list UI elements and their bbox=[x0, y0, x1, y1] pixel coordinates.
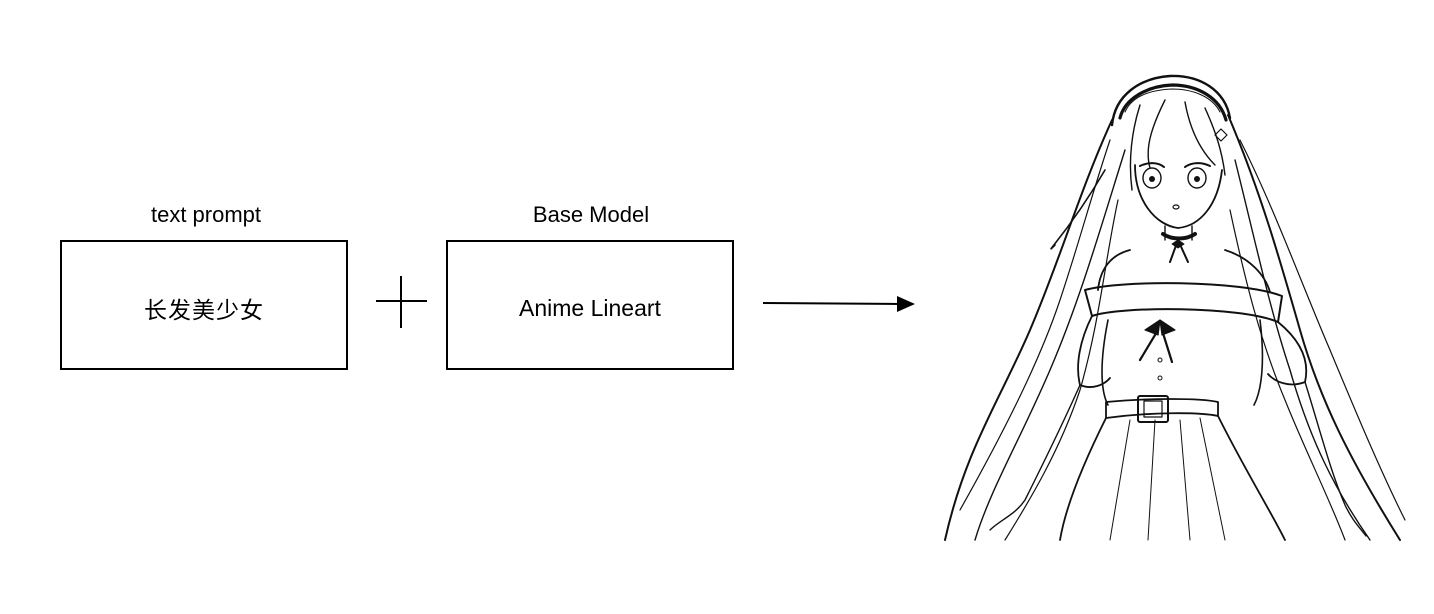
text-prompt-value: 长发美少女 bbox=[144, 298, 264, 324]
arrow-right-icon bbox=[762, 296, 915, 312]
base-model-box: Anime Lineart bbox=[446, 240, 734, 370]
text-prompt-caption: text prompt bbox=[150, 202, 262, 227]
plus-icon bbox=[376, 276, 427, 328]
base-model-caption: Base Model bbox=[532, 202, 650, 227]
base-model-value: Anime Lineart bbox=[519, 294, 661, 321]
text-prompt-box: 长发美少女 bbox=[60, 240, 348, 370]
output-lineart-illustration bbox=[944, 74, 1406, 541]
